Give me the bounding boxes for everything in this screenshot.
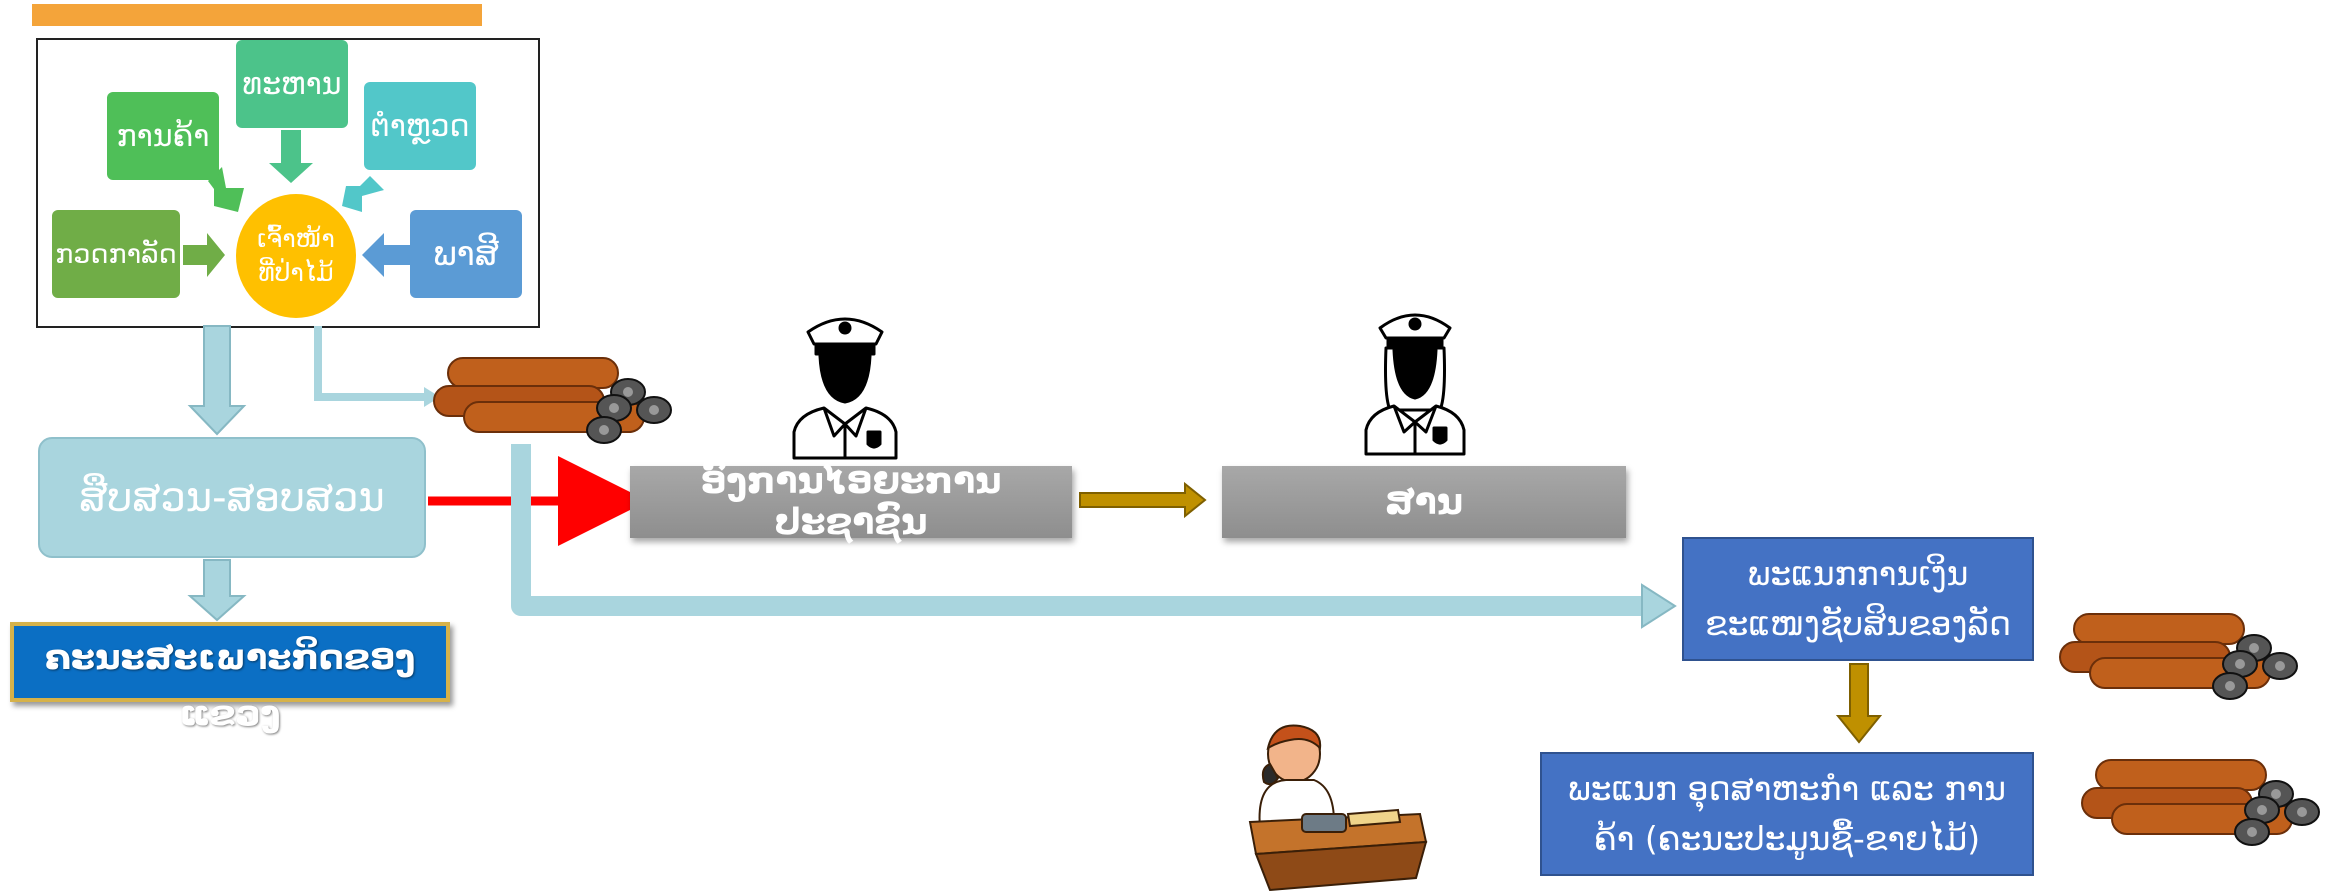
arrow-investigation-to-committee — [187, 559, 247, 622]
arrow-logs-to-finance — [511, 444, 1645, 616]
industry-commerce-label: ພະແນກ ອຸດສາຫະກຳ ແລະ ການຄ້າ (ຄະນະປະມູນຊື້… — [1568, 769, 2006, 858]
hub-node-military: ທະຫານ — [236, 40, 348, 128]
industry-commerce-box: ພະແນກ ອຸດສາຫະກຳ ແລະ ການຄ້າ (ຄະນະປະມູນຊື້… — [1540, 752, 2034, 876]
top-accent-bar — [32, 4, 482, 26]
hub-node-police-label: ຕຳຫຼວດ — [370, 108, 470, 144]
log-pile-icon — [433, 357, 672, 444]
court-box: ສານ — [1222, 466, 1626, 538]
prosecutor-label: ອົງການໄອຍະການປະຊາຊົນ — [700, 461, 1002, 543]
investigation-label: ສືບສວນ-ສອບສວນ — [79, 474, 385, 521]
arrow-finance-to-industry — [1835, 663, 1883, 744]
arrow-prosecutor-to-court — [1079, 481, 1207, 519]
special-committee-label: ຄະນະສະເພາະກິດຂອງແຂວງ — [44, 638, 416, 734]
court-label: ສານ — [1384, 481, 1463, 523]
police-officer-female-icon — [1364, 313, 1466, 456]
investigation-box: ສືບສວນ-ສອບສວນ — [38, 437, 426, 558]
hub-node-inspection-label: ກວດກາລັດ — [55, 238, 177, 270]
special-committee-box — [10, 622, 450, 702]
arrow-hub-to-investigation — [187, 325, 247, 436]
hub-node-police: ຕຳຫຼວດ — [364, 82, 476, 170]
police-officer-icon — [792, 317, 898, 460]
hub-node-customs: ພາສີ — [410, 210, 522, 298]
hub-arrows — [183, 130, 410, 277]
log-pile-icon — [2081, 759, 2320, 846]
hub-center-label: ເຈົ້າໜ້າ ທີ່ປ່າໄມ້ — [257, 224, 335, 287]
hub-node-customs-label: ພາສີ — [433, 234, 499, 274]
phone-clerk-icon — [1248, 724, 1428, 892]
hub-node-inspection: ກວດກາລັດ — [52, 210, 180, 298]
hub-node-commerce-label: ການຄ້າ — [116, 118, 210, 154]
finance-department-box: ພະແນກການເງິນ ຂະແໜງຊັບສິນຂອງລັດ — [1682, 537, 2034, 661]
arrow-hub-to-logs — [314, 326, 426, 401]
hub-node-commerce: ການຄ້າ — [107, 92, 219, 180]
finance-department-label: ພະແນກການເງິນ ຂະແໜງຊັບສິນຂອງລັດ — [1705, 554, 2011, 643]
log-pile-icon — [2059, 613, 2298, 700]
hub-center-forestry-officer: ເຈົ້າໜ້າ ທີ່ປ່າໄມ້ — [236, 194, 356, 318]
prosecutor-box: ອົງການໄອຍະການປະຊາຊົນ — [630, 461, 1072, 543]
hub-node-military-label: ທະຫານ — [242, 66, 342, 102]
